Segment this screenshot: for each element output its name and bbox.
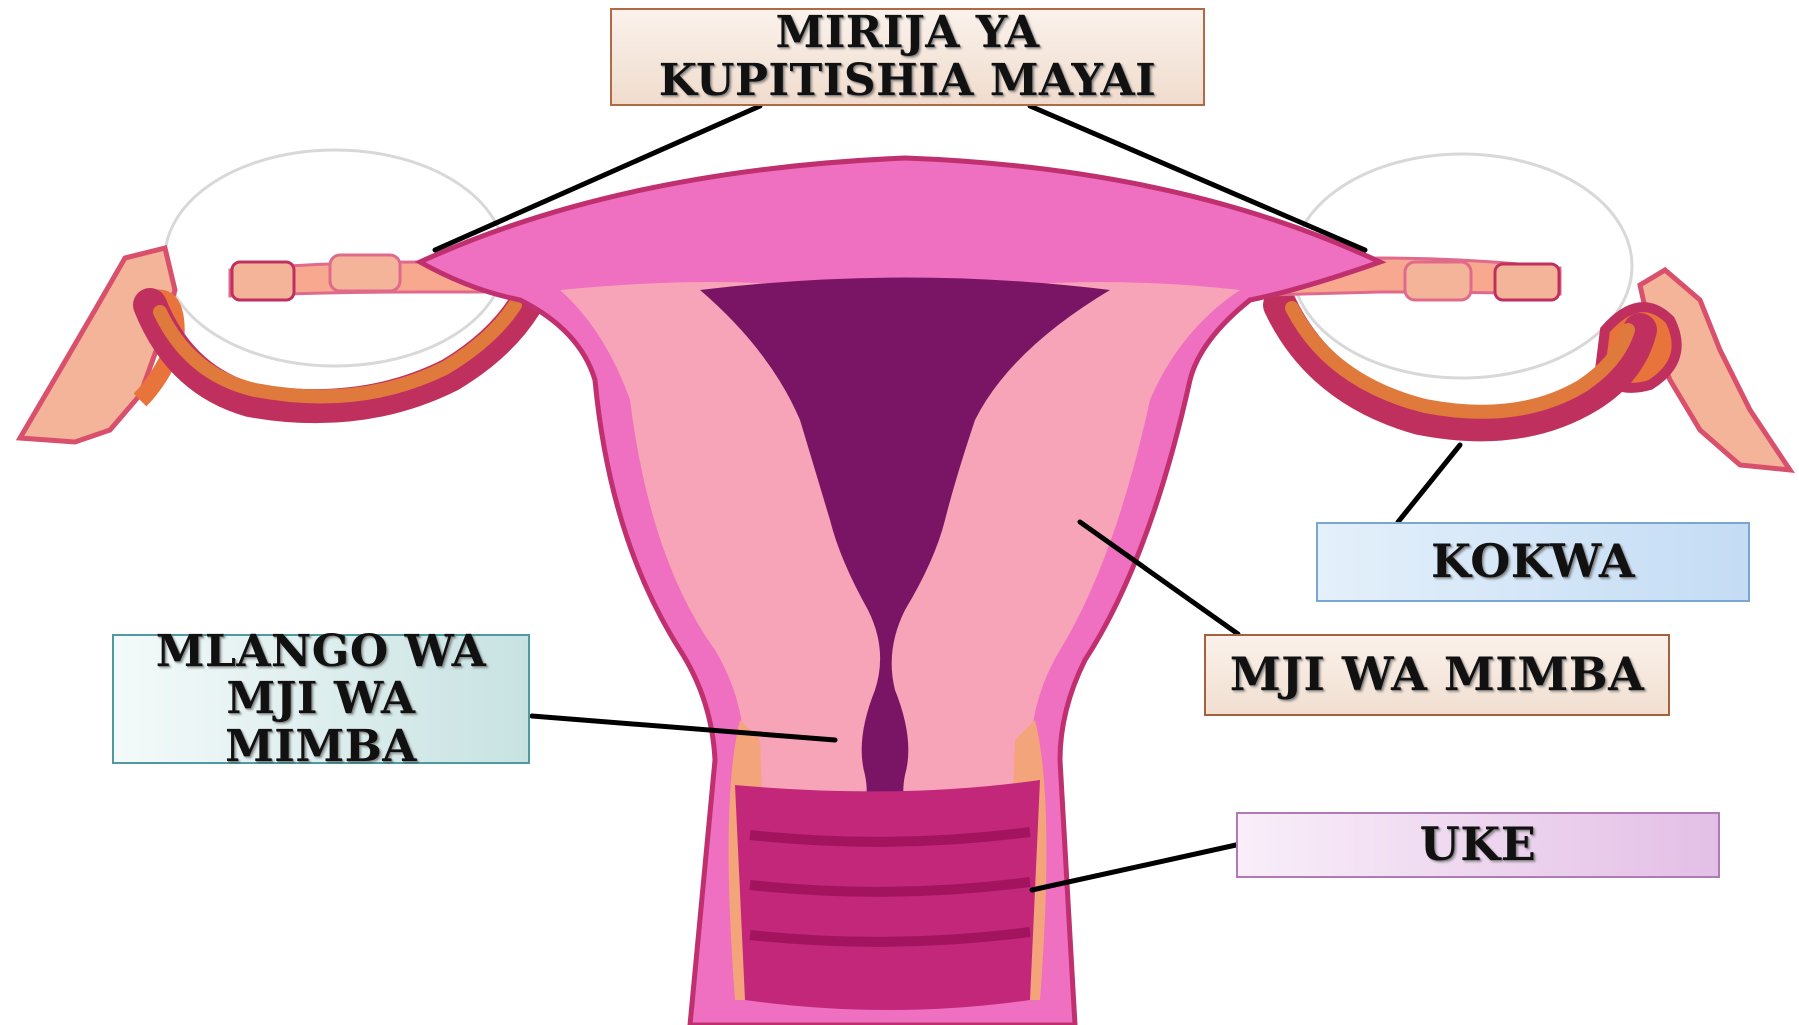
left-tube-segment-2 xyxy=(330,255,400,291)
uterus-label-text: MJI WA MIMBA xyxy=(1230,650,1645,700)
vagina-label-text: UKE xyxy=(1420,820,1537,870)
cervix-label: MLANGO WA MJI WA MIMBA xyxy=(112,634,530,764)
right-tube-segment xyxy=(1405,262,1471,300)
cervix-label-text: MLANGO WA MJI WA MIMBA xyxy=(156,628,486,771)
uterus-label: MJI WA MIMBA xyxy=(1204,634,1670,716)
fallopian-tubes-label: MIRIJA YA KUPITISHIA MAYAI xyxy=(610,8,1205,106)
ovary-label-text: KOKWA xyxy=(1431,537,1635,587)
leader-ovary xyxy=(1398,445,1460,522)
vagina-label: UKE xyxy=(1236,812,1720,878)
fallopian-tubes-label-text: MIRIJA YA KUPITISHIA MAYAI xyxy=(659,9,1156,104)
right-tube-segment-2 xyxy=(1495,264,1559,300)
left-tube-segment xyxy=(232,262,294,300)
ovary-label: KOKWA xyxy=(1316,522,1750,602)
